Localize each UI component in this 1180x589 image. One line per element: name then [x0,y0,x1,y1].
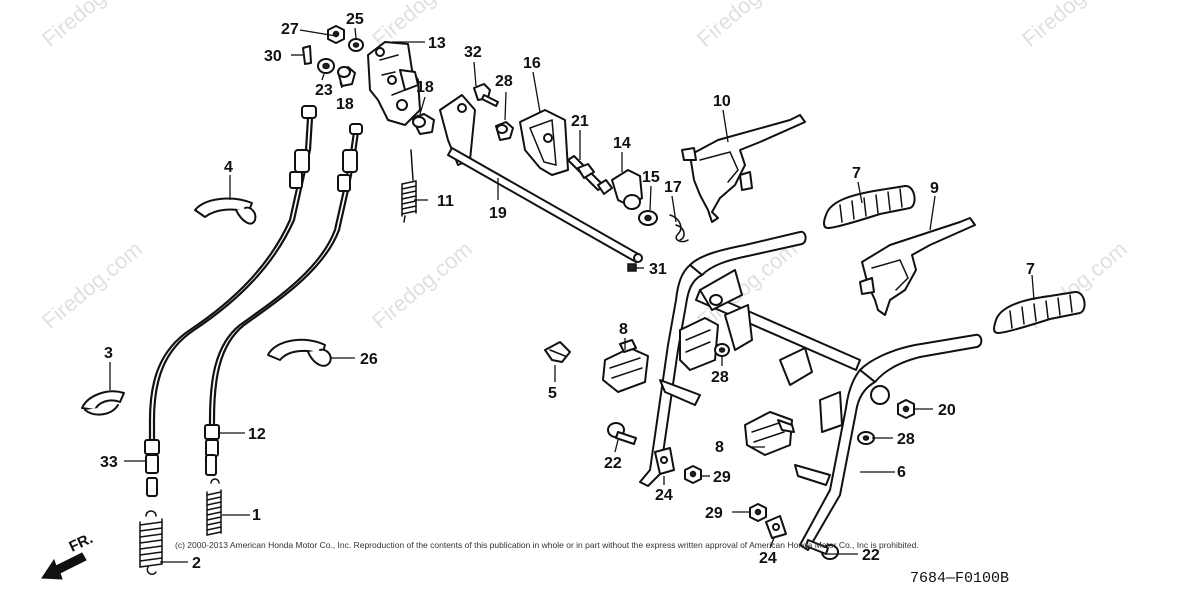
callout-18a: 18 [336,96,354,113]
callout-13: 13 [428,35,446,52]
callout-12: 12 [248,426,266,443]
bolt-22a [607,422,637,445]
callout-8a: 8 [619,321,628,338]
handle-frame [639,230,983,551]
plate-24a [654,447,675,475]
callout-2: 2 [192,555,201,572]
watermark-3: Firedog.com [692,0,802,52]
callout-26: 26 [360,351,378,368]
grip-7b [993,291,1086,334]
callout-32: 32 [464,44,482,61]
front-direction-indicator: FR. [41,530,96,580]
callout-22b: 22 [862,547,880,564]
callout-28c: 28 [897,431,915,448]
cable-clip-3 [81,390,125,416]
stopper-14 [611,169,643,210]
callout-1: 1 [252,507,261,524]
callout-27: 27 [281,21,299,38]
callout-14: 14 [613,135,631,152]
front-arrow-icon [41,552,87,580]
lever-10 [681,114,806,223]
collar-28b [857,431,875,445]
callout-8b: 8 [715,439,724,456]
washer-15 [638,210,658,226]
callout-10: 10 [713,93,731,110]
callout-18b: 18 [416,79,434,96]
callout-16: 16 [523,55,541,72]
cable-clip-26 [267,338,332,367]
callout-15: 15 [642,169,660,186]
callout-6: 6 [897,464,906,481]
collar-28a [714,343,730,357]
collar-18b [411,113,435,135]
collar-28-top [495,121,514,141]
callout-numbers: 1 2 3 4 5 6 7 7 8 8 9 10 11 12 13 14 15 … [100,11,1035,572]
watermark-1: Firedog.com [37,0,147,52]
diagram-code: 7684—F0100B [910,570,1009,587]
copyright-notice: (c) 2000-2013 American Honda Motor Co., … [175,540,919,550]
clutch-cables [144,105,363,497]
callout-28b: 28 [711,369,729,386]
callout-33: 33 [100,454,118,471]
lever-9 [859,217,976,316]
plate-16 [519,109,569,176]
callout-7b: 7 [1026,261,1035,278]
callout-29b: 29 [705,505,723,522]
callout-7a: 7 [852,165,861,182]
spring-1 [206,478,222,536]
switch-8c [679,317,719,371]
callout-23: 23 [315,82,333,99]
cable-bracket-13 [367,41,421,126]
nut-29a [684,465,702,484]
callout-20: 20 [938,402,956,419]
callout-31: 31 [649,261,667,278]
clutch-shaft-19 [439,94,643,263]
spring-2 [139,510,163,575]
callout-24b: 24 [759,550,777,567]
grip-7a [823,185,916,229]
cable-clip-4 [194,197,257,225]
spring-11 [401,149,417,223]
front-label: FR. [67,530,96,556]
callout-11: 11 [437,193,454,210]
switch-8a [602,339,649,393]
bolt-32 [473,83,499,107]
callout-9: 9 [930,180,939,197]
callout-3: 3 [104,345,113,362]
watermark-4: Firedog.com [1017,0,1127,52]
callout-24a: 24 [655,487,673,504]
callout-29a: 29 [713,469,731,486]
callout-28a: 28 [495,73,513,90]
callout-4: 4 [224,159,233,176]
spring-17 [669,214,689,243]
watermark-5: Firedog.com [37,236,147,334]
nut-20 [897,399,915,419]
plate-24b [765,515,787,539]
callout-5: 5 [548,385,557,402]
nut-29b [749,503,767,522]
small-parts-top-left [302,25,364,87]
leader-lines [109,27,1035,563]
clip-5 [544,341,571,363]
callout-21: 21 [571,113,589,130]
callout-25: 25 [346,11,364,28]
watermark-6: Firedog.com [367,236,477,334]
pin-31 [627,263,637,272]
rod-21 [567,155,613,195]
callout-19: 19 [489,205,507,222]
callout-22a: 22 [604,455,622,472]
callout-30: 30 [264,48,282,65]
switch-8b [744,411,795,456]
callout-17: 17 [664,179,682,196]
